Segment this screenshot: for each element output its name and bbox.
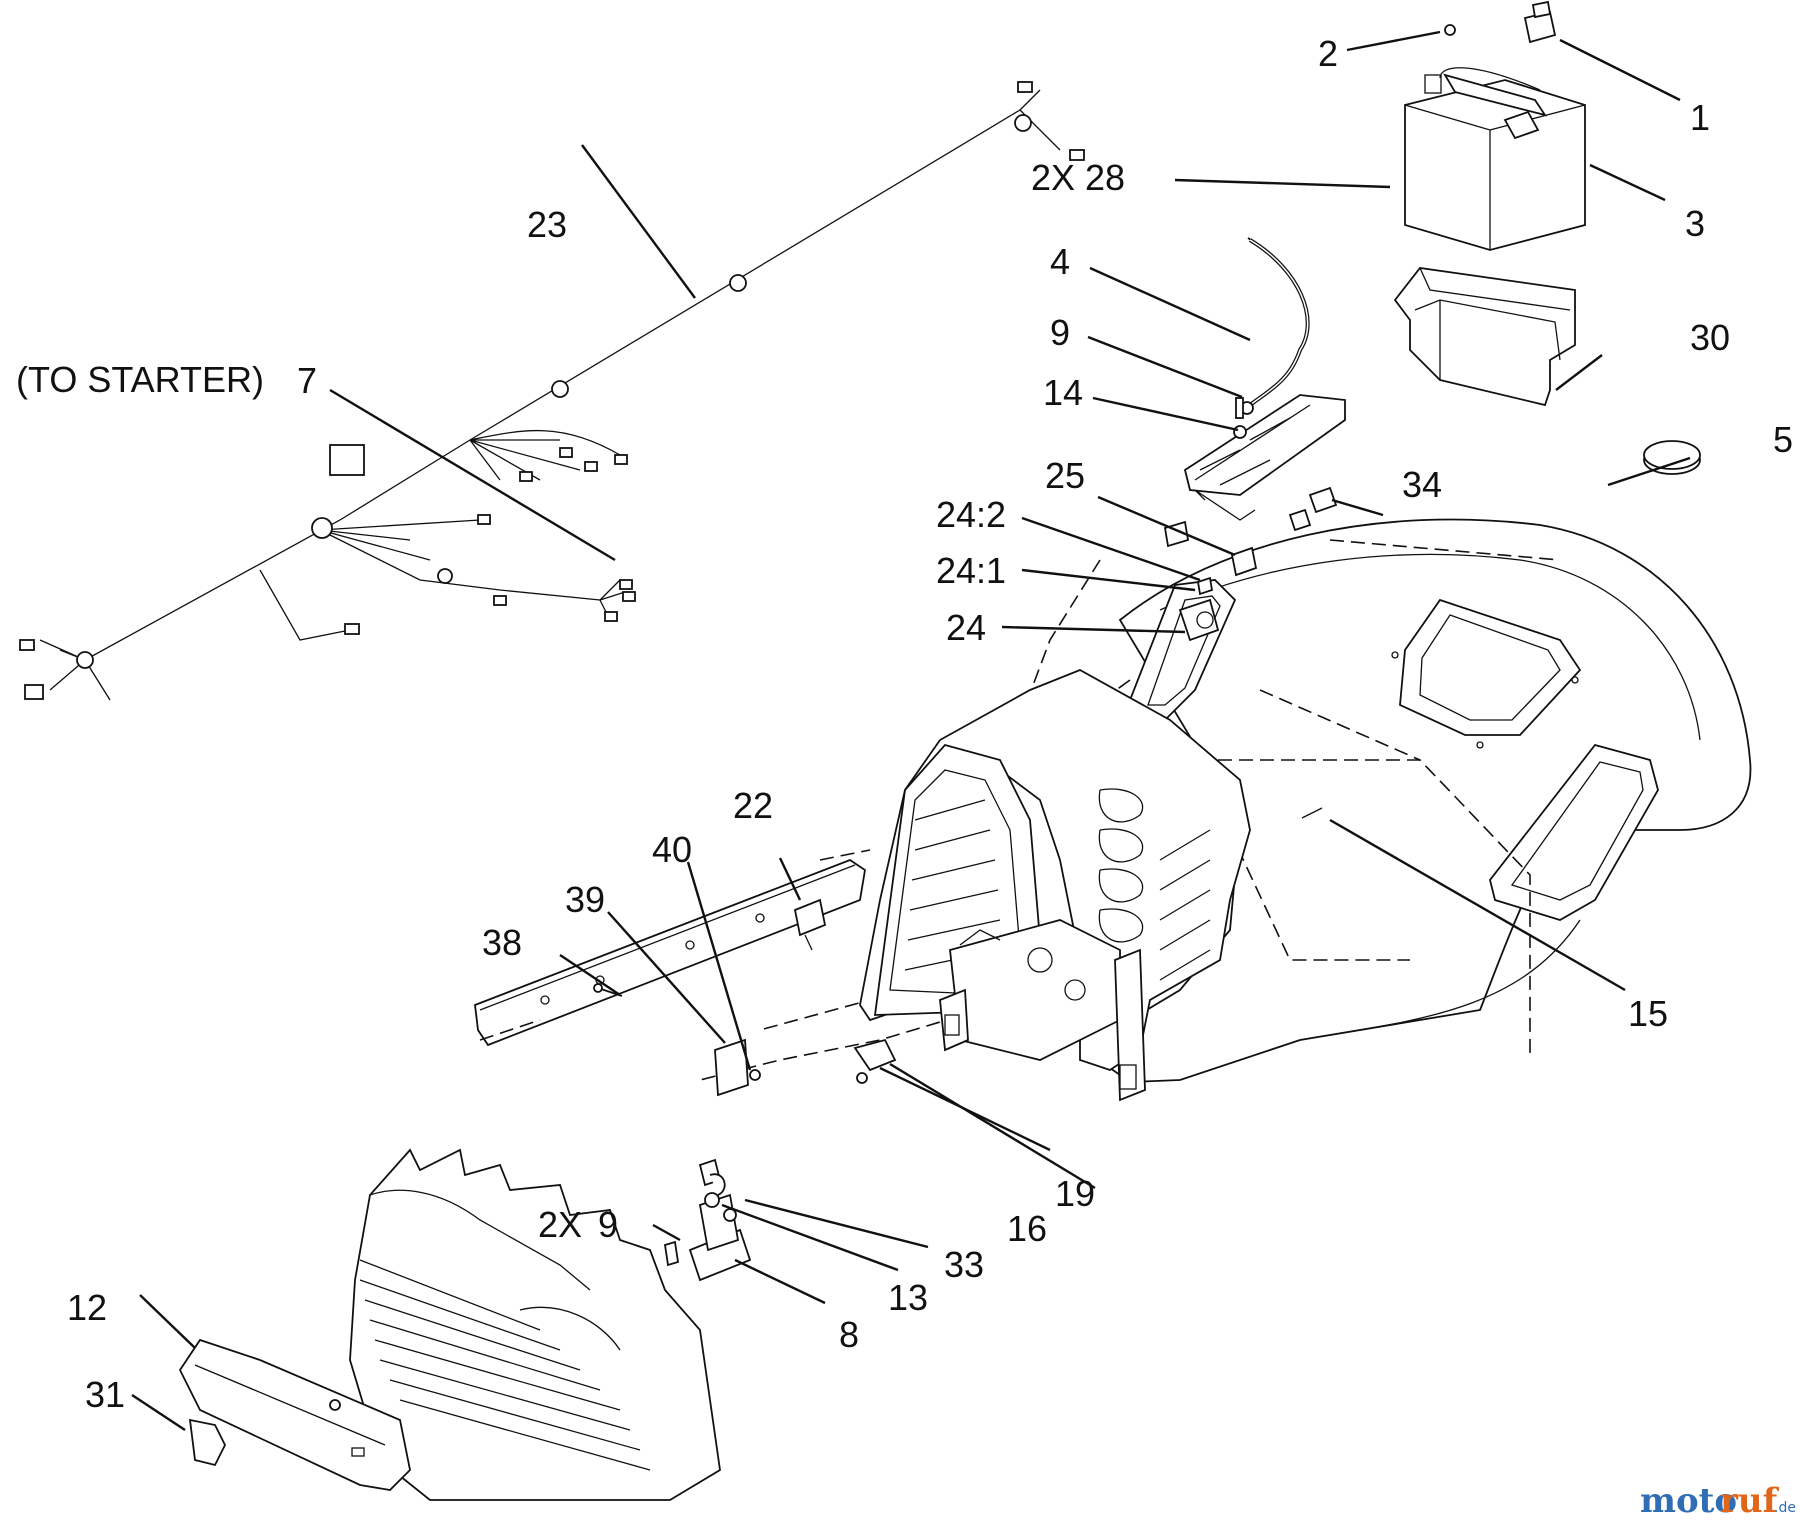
label-9-bottom: 9: [598, 1204, 618, 1245]
label-2x-9: 2X: [538, 1204, 582, 1245]
hood-grille: [349, 1148, 721, 1501]
label-2: 2: [1318, 33, 1338, 74]
label-12: 12: [67, 1287, 107, 1328]
label-34: 34: [1402, 464, 1442, 505]
label-31: 31: [85, 1374, 125, 1415]
label-3: 3: [1685, 203, 1705, 244]
watermark-tld: .de: [1774, 1500, 1796, 1516]
label-4: 4: [1050, 241, 1070, 282]
rear-fender: [1108, 518, 1752, 1083]
watermark-brand-a: moto: [1640, 1481, 1737, 1521]
leader-lines: [131, 30, 1691, 1432]
solenoid: [663, 1158, 752, 1282]
label-8: 8: [839, 1314, 859, 1355]
battery-cap: [1523, 0, 1557, 44]
label-5: 5: [1773, 419, 1793, 460]
switch-39: [714, 1038, 761, 1097]
label-22: 22: [733, 785, 773, 826]
label-24-2: 24:2: [936, 494, 1006, 535]
label-40: 40: [652, 829, 692, 870]
label-7: 7: [297, 360, 317, 401]
label-24-1: 24:1: [936, 550, 1006, 591]
label-19: 19: [1055, 1173, 1095, 1214]
battery-box: [1393, 267, 1576, 407]
label-30: 30: [1690, 317, 1730, 358]
label-2x-28: 2X: [1031, 157, 1075, 198]
label-13: 13: [888, 1277, 928, 1318]
front-bumper: [178, 1338, 411, 1491]
battery: [1404, 24, 1586, 251]
frame-rail: [474, 849, 871, 1047]
watermark-logo: moto ruf .de: [1640, 1481, 1796, 1521]
switch-19-16: [853, 1038, 897, 1084]
tower-louvres: [1098, 788, 1211, 981]
label-15: 15: [1628, 993, 1668, 1034]
label-39: 39: [565, 879, 605, 920]
dash-tower: [859, 669, 1251, 1102]
label-14: 14: [1043, 372, 1083, 413]
watermark-brand-b: ruf: [1720, 1481, 1780, 1521]
label-16: 16: [1007, 1208, 1047, 1249]
callout-labels: 1 2 3 4 5 28 2X 30 9 14 25 34 24:2 24:1 …: [16, 33, 1793, 1415]
label-1: 1: [1690, 97, 1710, 138]
label-28: 28: [1085, 157, 1125, 198]
relay: [793, 898, 827, 951]
rod-15: [1301, 807, 1323, 819]
wiring-harness: [19, 81, 1085, 701]
emblem: [188, 1418, 227, 1467]
label-9-top: 9: [1050, 312, 1070, 353]
label-25: 25: [1045, 455, 1085, 496]
label-38: 38: [482, 922, 522, 963]
cap-disc: [1643, 440, 1701, 475]
label-23: 23: [527, 204, 567, 245]
key-plug: [1288, 486, 1338, 532]
battery-cable: [1240, 237, 1310, 415]
label-33: 33: [944, 1244, 984, 1285]
label-24: 24: [946, 607, 986, 648]
label-to-starter: (TO STARTER): [16, 359, 264, 400]
